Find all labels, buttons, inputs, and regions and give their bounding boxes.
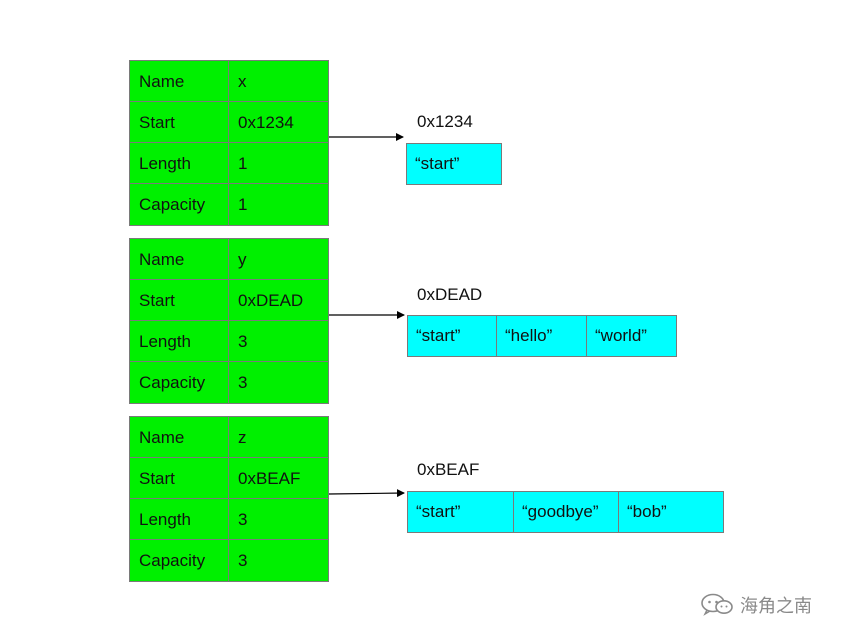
- field-value: x: [238, 72, 247, 91]
- field-row-length: Length 3: [130, 321, 328, 362]
- field-key: Name: [130, 239, 229, 280]
- field-key: Capacity: [130, 540, 229, 581]
- array-cell: “bob”: [627, 502, 667, 521]
- array-cell: “goodbye”: [514, 492, 619, 532]
- watermark-text: 海角之南: [740, 596, 812, 616]
- slice-header-z: Name z Start 0xBEAF Length 3 Capacity 3: [129, 416, 329, 582]
- field-value: 1: [238, 154, 248, 173]
- field-value: 3: [238, 332, 248, 351]
- field-key: Length: [130, 143, 229, 184]
- field-key: Name: [130, 417, 229, 458]
- field-key: Capacity: [130, 362, 229, 403]
- watermark: 海角之南: [700, 592, 812, 618]
- field-row-capacity: Capacity 3: [130, 362, 328, 403]
- field-row-capacity: Capacity 1: [130, 184, 328, 225]
- array-address-label: 0xDEAD: [417, 285, 483, 304]
- field-value: 3: [238, 551, 248, 570]
- field-key: Length: [130, 499, 229, 540]
- backing-array-0x1234: “start”: [406, 143, 502, 185]
- array-address-label: 0xBEAF: [417, 460, 480, 479]
- array-cell: “start”: [408, 492, 514, 532]
- pointer-arrow-z: [328, 489, 405, 498]
- field-value: 3: [238, 373, 248, 392]
- backing-array-0xbeaf: “start” “goodbye” “bob”: [407, 491, 724, 533]
- field-row-length: Length 1: [130, 143, 328, 184]
- slice-header-y: Name y Start 0xDEAD Length 3 Capacity 3: [129, 238, 329, 404]
- field-row-start: Start 0x1234: [130, 102, 328, 143]
- array-cell: “world”: [595, 326, 647, 345]
- field-row-capacity: Capacity 3: [130, 540, 328, 581]
- field-key: Start: [130, 280, 229, 321]
- field-row-name: Name y: [130, 239, 328, 280]
- array-address-label: 0x1234: [417, 112, 473, 131]
- wechat-icon: [700, 593, 734, 617]
- field-key: Start: [130, 102, 229, 143]
- field-row-name: Name z: [130, 417, 328, 458]
- field-row-length: Length 3: [130, 499, 328, 540]
- field-value: 3: [238, 510, 248, 529]
- array-cell: “start”: [408, 316, 497, 356]
- field-value: 0xDEAD: [238, 291, 304, 310]
- field-value: z: [238, 428, 247, 447]
- field-value: 1: [238, 195, 248, 214]
- field-row-name: Name x: [130, 61, 328, 102]
- field-key: Start: [130, 458, 229, 499]
- field-key: Name: [130, 61, 229, 102]
- field-row-start: Start 0xDEAD: [130, 280, 328, 321]
- array-cell: “hello”: [497, 316, 587, 356]
- field-value: y: [238, 250, 247, 269]
- array-cell: “start”: [415, 154, 460, 173]
- field-key: Capacity: [130, 184, 229, 225]
- field-row-start: Start 0xBEAF: [130, 458, 328, 499]
- field-value: 0x1234: [238, 113, 294, 132]
- backing-array-0xdead: “start” “hello” “world”: [407, 315, 677, 357]
- field-value: 0xBEAF: [238, 469, 301, 488]
- field-key: Length: [130, 321, 229, 362]
- slice-header-x: Name x Start 0x1234 Length 1 Capacity 1: [129, 60, 329, 226]
